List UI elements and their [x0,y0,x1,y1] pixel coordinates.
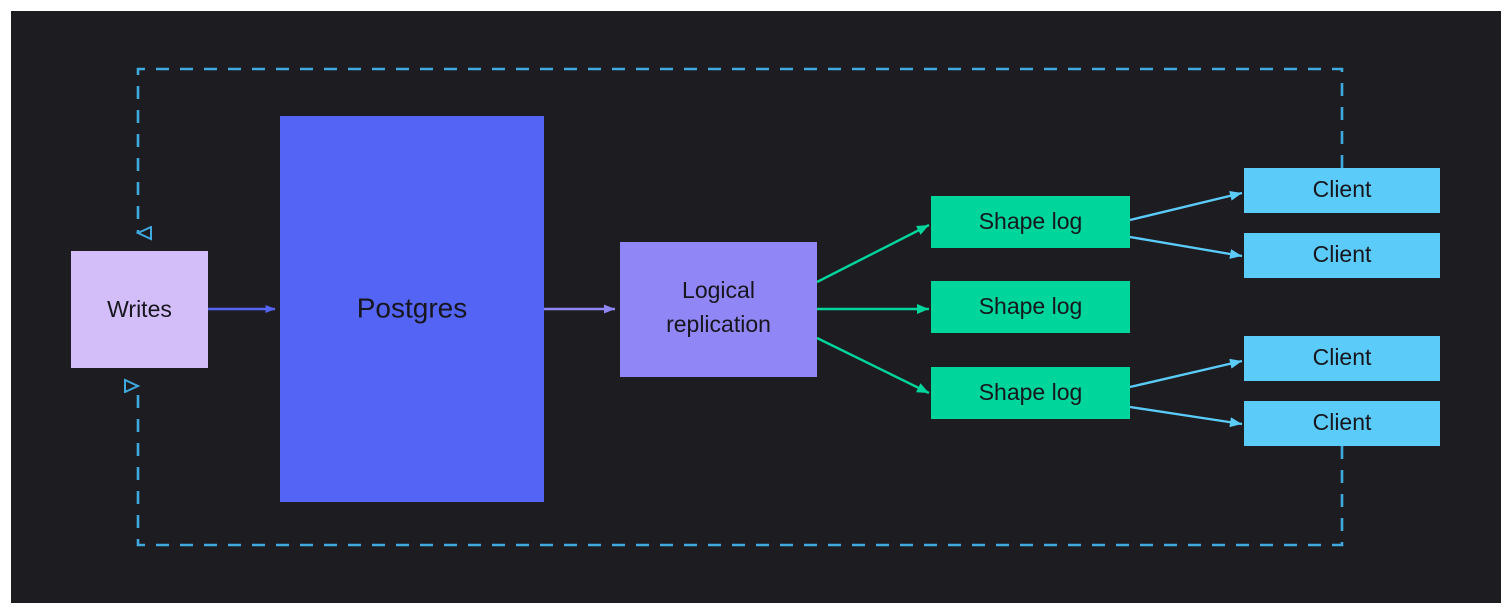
node-shape-log-2[interactable]: Shape log [931,281,1130,333]
diagram-svg: Writes Postgres Logical replication Shap… [71,67,1440,547]
node-client-3-label: Client [1313,344,1372,370]
node-postgres[interactable]: Postgres [280,116,544,502]
node-logical-replication-label-line2: replication [666,311,771,337]
edge-client-4-to-writes-feedback [138,386,1344,547]
node-shape-log-3-label: Shape log [979,379,1083,405]
node-postgres-label: Postgres [357,292,468,323]
node-client-1[interactable]: Client [1244,168,1440,213]
node-client-1-label: Client [1313,176,1372,202]
node-writes-label: Writes [107,296,172,322]
node-client-3[interactable]: Client [1244,336,1440,381]
node-logical-replication[interactable]: Logical replication [620,242,817,377]
node-client-4[interactable]: Client [1244,401,1440,446]
edge-shape-log-1-to-client-1 [1129,190,1243,222]
edge-shape-log-3-to-client-4 [1129,405,1243,428]
node-logical-replication-label-line1: Logical [682,277,755,303]
node-shape-log-1-label: Shape log [979,208,1083,234]
node-client-2[interactable]: Client [1244,233,1440,278]
edge-logical-replication-to-shape-log-1 [816,223,930,284]
edge-shape-log-1-to-client-2 [1129,235,1243,259]
edge-shape-log-3-to-client-3 [1129,358,1243,389]
node-shape-log-1[interactable]: Shape log [931,196,1130,248]
node-client-4-label: Client [1313,409,1372,435]
diagram-canvas: Writes Postgres Logical replication Shap… [11,11,1501,603]
node-writes[interactable]: Writes [71,251,208,368]
edge-logical-replication-to-shape-log-3 [816,336,930,395]
edge-client-1-to-writes-feedback [138,67,1344,233]
node-shape-log-3[interactable]: Shape log [931,367,1130,419]
node-shape-log-2-label: Shape log [979,293,1083,319]
node-client-2-label: Client [1313,241,1372,267]
